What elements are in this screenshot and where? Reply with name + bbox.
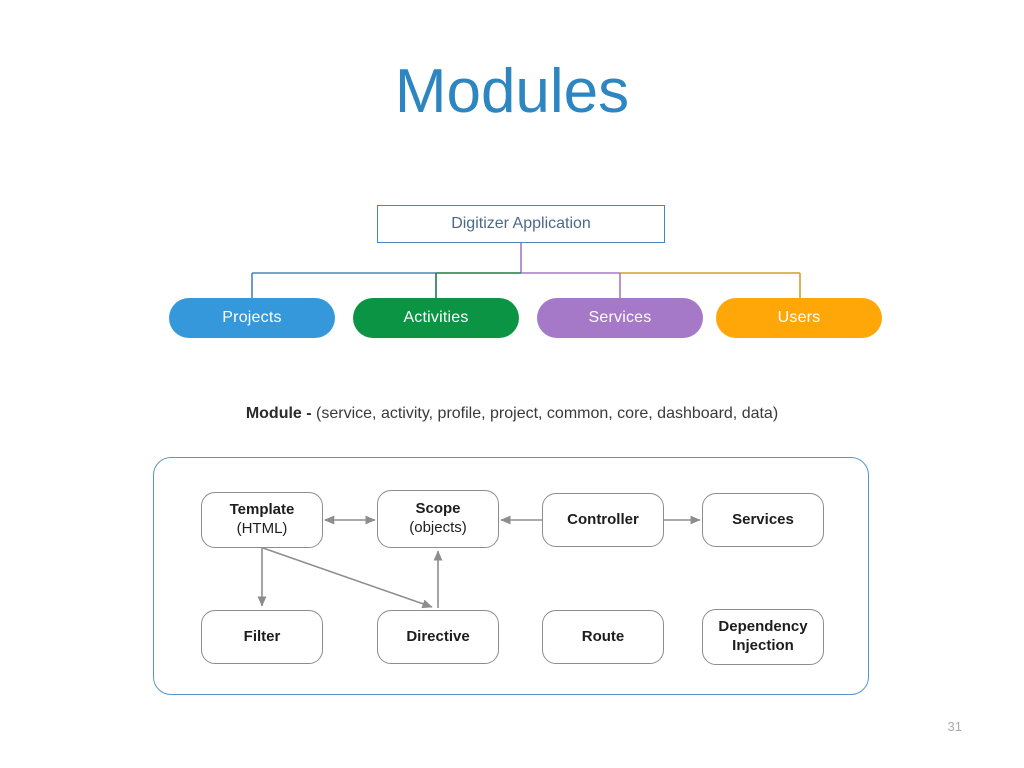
org-node-label: Services xyxy=(588,309,652,326)
node-line1: Scope xyxy=(415,500,461,518)
node-line1: Filter xyxy=(243,627,281,645)
org-chart: Digitizer Application Projects Activitie… xyxy=(0,195,1024,345)
node-line1: Services xyxy=(732,510,794,528)
org-node-services[interactable]: Services xyxy=(537,298,703,338)
diagram-node-route[interactable]: Route xyxy=(542,610,664,664)
page-number: 31 xyxy=(947,719,962,734)
node-line1: Template xyxy=(229,501,295,519)
module-caption: Module - (service, activity, profile, pr… xyxy=(0,405,1024,423)
org-root-label: Digitizer Application xyxy=(451,215,591,232)
node-line1: Directive xyxy=(406,627,470,645)
diagram-node-scope[interactable]: Scope (objects) xyxy=(377,490,499,548)
org-node-label: Users xyxy=(777,309,821,326)
diagram-node-template[interactable]: Template (HTML) xyxy=(201,492,323,548)
org-node-activities[interactable]: Activities xyxy=(353,298,519,338)
node-line2: (HTML) xyxy=(236,520,288,537)
org-root-node[interactable]: Digitizer Application xyxy=(377,205,665,243)
diagram-node-services[interactable]: Services xyxy=(702,493,824,547)
page-title: Modules xyxy=(394,57,630,126)
module-caption-rest: (service, activity, profile, project, co… xyxy=(311,405,779,422)
org-node-users[interactable]: Users xyxy=(716,298,882,338)
org-node-projects[interactable]: Projects xyxy=(169,298,335,338)
org-node-label: Projects xyxy=(222,309,282,326)
diagram-node-directive[interactable]: Directive xyxy=(377,610,499,664)
node-line2: Injection xyxy=(732,637,794,654)
node-line1: Controller xyxy=(567,510,639,528)
module-caption-bold: Module - xyxy=(245,405,312,422)
diagram-node-filter[interactable]: Filter xyxy=(201,610,323,664)
module-diagram-connectors xyxy=(257,515,701,609)
node-line1: Route xyxy=(581,627,625,645)
node-line2: (objects) xyxy=(409,519,467,536)
org-node-label: Activities xyxy=(403,309,469,326)
org-chart-connectors xyxy=(251,243,801,300)
diagram-node-controller[interactable]: Controller xyxy=(542,493,664,547)
diagram-node-dependency-injection[interactable]: Dependency Injection xyxy=(702,609,824,665)
node-line1: Dependency xyxy=(718,618,808,636)
